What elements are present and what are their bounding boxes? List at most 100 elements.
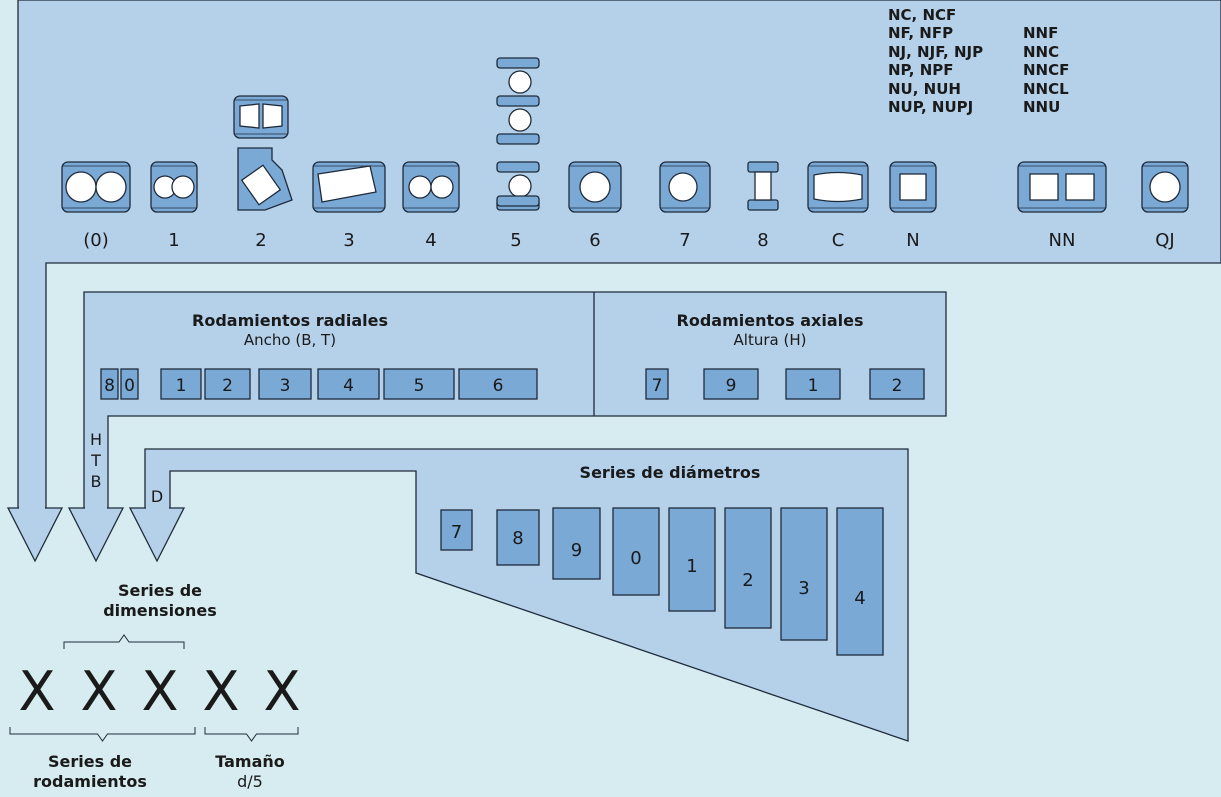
radial-code: 8 — [104, 376, 115, 396]
size-formula: d/5 — [237, 772, 263, 791]
radial-code-box — [317, 368, 380, 400]
radial-code-box — [204, 368, 251, 400]
type-label: C — [832, 230, 845, 251]
radial-code: 0 — [124, 376, 135, 396]
arrow-head-diameter — [128, 507, 186, 563]
designation-mark: X — [203, 660, 240, 723]
diameter-code: 9 — [571, 540, 582, 561]
nn-variant: NNCL — [1023, 79, 1069, 98]
nn-variant: NNCF — [1023, 61, 1070, 80]
axial-code: 9 — [726, 376, 737, 396]
symbol-deep-groove-double — [61, 161, 131, 213]
designation-mark: X — [142, 660, 179, 723]
arrow-seam — [146, 506, 169, 510]
radial-code-box — [458, 368, 538, 400]
designation-mark: X — [19, 660, 56, 723]
axial-code-box — [785, 368, 841, 400]
arrow-head-width — [67, 507, 125, 563]
symbol-thrust-roller — [747, 161, 779, 211]
symbol-self-aligning-ball — [150, 161, 198, 213]
type-label: 4 — [425, 230, 436, 251]
n-variant: NC, NCF — [888, 6, 957, 24]
radial-code: 6 — [493, 376, 504, 396]
diameter-code: 2 — [742, 570, 753, 591]
axial-code: 7 — [652, 376, 663, 396]
arrow-seam — [19, 506, 45, 510]
type-label: QJ — [1155, 230, 1174, 251]
symbol-deep-groove-ball — [568, 161, 622, 213]
symbol-double-row-ball — [402, 161, 460, 213]
diameter-code-box — [780, 507, 828, 641]
dimensions-brace — [63, 634, 185, 649]
diameter-code-box — [440, 509, 473, 551]
radial-title: Rodamientos radiales — [192, 311, 388, 330]
nn-variant-list: NNF NNC NNCF NNCL NNU — [1023, 24, 1069, 116]
diameter-code: 1 — [686, 556, 697, 577]
radial-subtitle: Ancho (B, T) — [243, 331, 337, 349]
bearing-series-label: Series de rodamientos — [33, 752, 147, 791]
n-variant: NF, NFP — [888, 24, 954, 43]
diameter-code-box — [612, 507, 660, 596]
symbol-carb-toroidal — [807, 161, 869, 213]
arrow-letter-t: T — [90, 451, 101, 470]
symbol-spherical-roller — [233, 95, 293, 211]
diameter-code-box — [668, 507, 716, 612]
radial-code-box — [100, 368, 119, 400]
nn-variant: NNC — [1023, 42, 1060, 61]
symbol-double-cylindrical-roller — [1017, 161, 1107, 213]
diameter-code: 8 — [512, 528, 523, 549]
size-label: Tamaño — [215, 752, 285, 771]
radial-code: 1 — [176, 376, 187, 396]
nn-variant: NNU — [1023, 97, 1061, 116]
symbol-cylindrical-roller — [889, 161, 937, 213]
size-brace — [204, 727, 299, 742]
arrow-letter-d: D — [151, 487, 163, 506]
type-label: 1 — [168, 230, 179, 251]
n-variant: NP, NPF — [888, 61, 954, 80]
diameter-code-box — [552, 507, 601, 580]
symbol-four-point-contact — [1141, 161, 1189, 213]
type-label: NN — [1049, 230, 1076, 251]
type-label: 6 — [589, 230, 600, 251]
designation-mark: X — [81, 660, 118, 723]
type-label: 7 — [679, 230, 690, 251]
type-label: 5 — [510, 230, 521, 251]
diameter-code: 4 — [854, 588, 865, 609]
dimensions-series-label: Series de dimensiones — [103, 581, 217, 620]
axial-code: 1 — [808, 376, 819, 396]
diameter-title: Series de diámetros — [579, 463, 761, 482]
designation-mark: X — [264, 660, 301, 723]
diameter-code-box — [836, 507, 884, 656]
type-label: 2 — [255, 230, 266, 251]
axial-code-box — [869, 368, 925, 400]
arrow-head-types — [6, 507, 64, 563]
bearing-series-brace — [9, 727, 196, 742]
arrow-letter-h: H — [90, 430, 102, 449]
radial-code-box — [383, 368, 455, 400]
diameter-code-box — [496, 509, 540, 566]
type-label: 3 — [343, 230, 354, 251]
type-label: 8 — [757, 230, 768, 251]
axial-subtitle: Altura (H) — [733, 331, 807, 349]
n-variant: NUP, NUPJ — [888, 97, 974, 116]
axial-code: 2 — [892, 376, 903, 396]
n-variant: NJ, NJF, NJP — [888, 42, 984, 61]
axial-title: Rodamientos axiales — [676, 311, 864, 330]
symbol-angular-contact-ball — [659, 161, 711, 213]
symbol-tapered-roller — [312, 161, 386, 213]
radial-code: 4 — [343, 376, 354, 396]
diameter-code-box — [724, 507, 772, 629]
n-variant-list: NC, NCF NF, NFP NJ, NJF, NJP NP, NPF NU,… — [888, 6, 983, 116]
radial-code-box — [258, 368, 312, 400]
axial-code-box — [703, 368, 759, 400]
radial-code: 2 — [222, 376, 233, 396]
axial-code-box — [645, 368, 669, 400]
diameter-code: 7 — [451, 522, 462, 543]
type-label: (0) — [83, 230, 109, 251]
radial-code: 5 — [414, 376, 425, 396]
type-label: N — [906, 230, 919, 251]
arrow-seam — [85, 506, 107, 510]
symbol-thrust-ball — [496, 57, 540, 211]
